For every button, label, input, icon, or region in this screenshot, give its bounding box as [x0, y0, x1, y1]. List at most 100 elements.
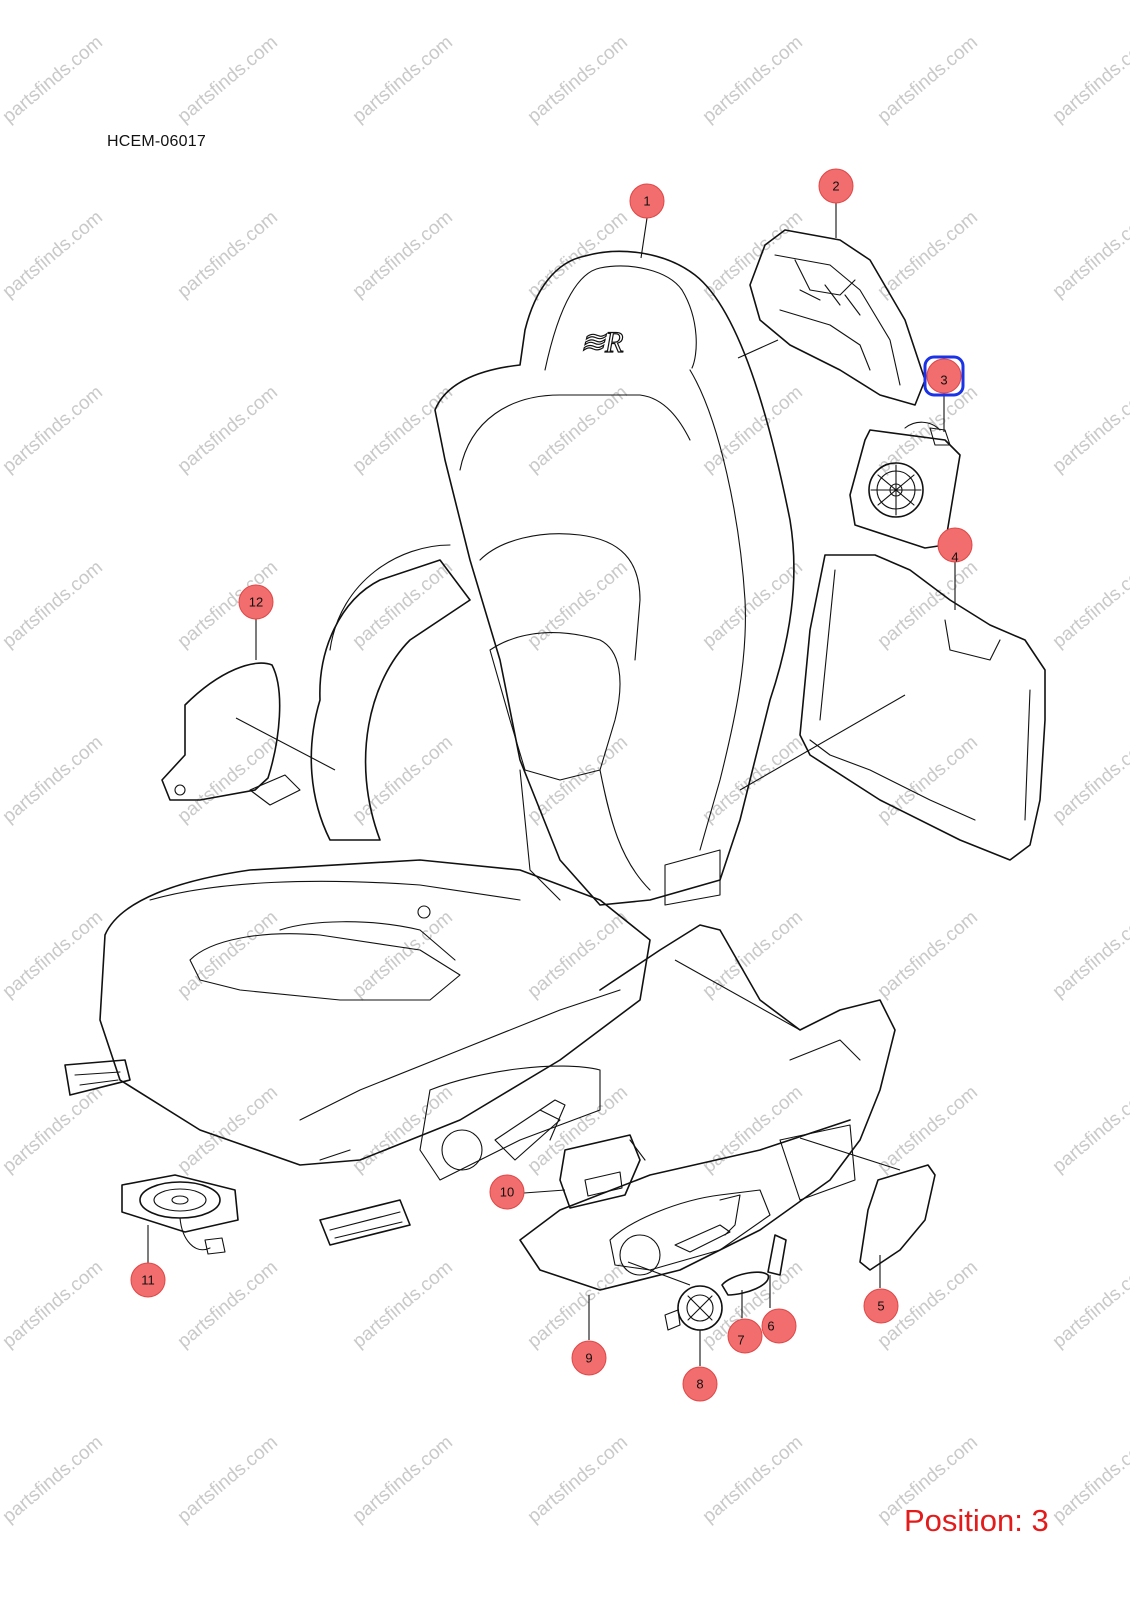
callout-7[interactable]: 7 [727, 1318, 763, 1354]
part-6-switch-drawing [767, 1234, 787, 1276]
watermark-text: partsfinds.com [349, 732, 457, 828]
callout-10[interactable]: 10 [489, 1174, 525, 1210]
callout-7-number: 7 [737, 1333, 744, 1348]
watermark-text: partsfinds.com [524, 207, 632, 303]
watermark-text: partsfinds.com [874, 907, 982, 1003]
watermark-text: partsfinds.com [1049, 907, 1130, 1003]
watermark-text: partsfinds.com [174, 1082, 282, 1178]
watermark-text: partsfinds.com [0, 32, 107, 128]
callout-3-selected[interactable]: 3 [923, 355, 965, 397]
callout-12-number: 12 [249, 595, 263, 610]
callout-11[interactable]: 11 [130, 1262, 166, 1298]
watermark-text: partsfinds.com [0, 1257, 107, 1353]
callout-9-circle [571, 1340, 607, 1376]
callout-6[interactable]: 6 [761, 1308, 797, 1344]
leader-lines [147, 203, 956, 1366]
watermark-text: partsfinds.com [0, 1432, 107, 1528]
callout-6-number: 6 [767, 1319, 774, 1334]
watermark-text: partsfinds.com [0, 907, 107, 1003]
watermark-text: partsfinds.com [174, 207, 282, 303]
callout-11-circle [130, 1262, 166, 1298]
drawing-code: HCEM-06017 [107, 133, 206, 150]
watermark-text: partsfinds.com [699, 32, 807, 128]
callout-8-circle [682, 1366, 718, 1402]
callout-2[interactable]: 2 [818, 168, 854, 204]
watermark-text: partsfinds.com [174, 1432, 282, 1528]
callout-1-number: 1 [643, 194, 650, 209]
watermark-text: partsfinds.com [0, 557, 107, 653]
watermark-text: partsfinds.com [524, 732, 632, 828]
watermark-text: partsfinds.com [699, 207, 807, 303]
watermark-text: partsfinds.com [0, 732, 107, 828]
watermark-layer: partsfinds.com partsfinds.com partsfinds.c… [0, 32, 1130, 1528]
watermark-text: partsfinds.com [1049, 557, 1130, 653]
svg-text:≋R: ≋R [580, 326, 623, 359]
callout-12[interactable]: 12 [238, 584, 274, 620]
part-3-speaker-drawing [849, 421, 961, 549]
callout-8[interactable]: 8 [682, 1366, 718, 1402]
callout-4-circle [937, 527, 973, 563]
part-4-rear-panel-drawing [799, 554, 1046, 861]
watermark-text: partsfinds.com [1049, 207, 1130, 303]
watermark-text: partsfinds.com [1049, 32, 1130, 128]
watermark-text: partsfinds.com [524, 1257, 632, 1353]
watermark-text: partsfinds.com [524, 1432, 632, 1528]
watermark-text: partsfinds.com [699, 1432, 807, 1528]
callout-3-number: 3 [940, 373, 947, 388]
watermark-text: partsfinds.com [0, 382, 107, 478]
watermark-text: partsfinds.com [699, 557, 807, 653]
watermark-text: partsfinds.com [874, 557, 982, 653]
watermark-text: partsfinds.com [349, 32, 457, 128]
callout-10-circle [489, 1174, 525, 1210]
watermark-text: partsfinds.com [1049, 732, 1130, 828]
watermark-text: partsfinds.com [349, 1082, 457, 1178]
watermark-text: partsfinds.com [874, 32, 982, 128]
part-12-side-cover-drawing [161, 662, 301, 806]
watermark-text: partsfinds.com [1049, 1257, 1130, 1353]
watermark-text: partsfinds.com [699, 732, 807, 828]
watermark-text: partsfinds.com [174, 32, 282, 128]
watermark-text: partsfinds.com [874, 1082, 982, 1178]
seat-rails-drawing [64, 1059, 411, 1246]
watermark-text: partsfinds.com [349, 1257, 457, 1353]
side-shield-drawing [419, 924, 896, 1291]
callout-8-number: 8 [696, 1377, 703, 1392]
callout-2-circle [818, 168, 854, 204]
part-2-headrest-cover-drawing [749, 229, 926, 406]
callout-5-circle [863, 1288, 899, 1324]
callout-6-circle [761, 1308, 797, 1344]
callout-3-circle [926, 358, 962, 394]
position-label: Position: 3 [904, 1503, 1049, 1538]
watermark-text: partsfinds.com [524, 1082, 632, 1178]
watermark-text: partsfinds.com [174, 907, 282, 1003]
watermark-text: partsfinds.com [349, 382, 457, 478]
watermark-text: partsfinds.com [174, 382, 282, 478]
watermark-text: partsfinds.com [524, 32, 632, 128]
watermark-text: partsfinds.com [1049, 1082, 1130, 1178]
watermark-text: partsfinds.com [349, 207, 457, 303]
watermark-text: partsfinds.com [174, 1257, 282, 1353]
callout-1[interactable]: 1 [629, 183, 665, 219]
callout-5[interactable]: 5 [863, 1288, 899, 1324]
watermark-text: partsfinds.com [349, 1432, 457, 1528]
seat-backrest-drawing: ≋R [310, 250, 795, 906]
callout-7-circle [727, 1318, 763, 1354]
watermark-text: partsfinds.com [1049, 382, 1130, 478]
callout-4[interactable]: 4 [937, 527, 973, 565]
selected-part-highlight [923, 355, 965, 397]
callout-9-number: 9 [585, 1351, 592, 1366]
callout-5-number: 5 [877, 1299, 884, 1314]
callout-9[interactable]: 9 [571, 1340, 607, 1376]
callout-10-number: 10 [500, 1185, 514, 1200]
callout-11-number: 11 [141, 1273, 155, 1288]
callout-4-number: 4 [951, 550, 958, 565]
part-11-speaker-drawing [121, 1174, 239, 1255]
watermark-text: partsfinds.com [524, 557, 632, 653]
watermark-text: partsfinds.com [524, 907, 632, 1003]
watermark-text: partsfinds.com [699, 1082, 807, 1178]
part-10-module-drawing [559, 1134, 646, 1209]
watermark-text: partsfinds.com [1049, 1432, 1130, 1528]
watermark-text: partsfinds.com [0, 1082, 107, 1178]
part-5-trim-cover-drawing [859, 1164, 936, 1271]
